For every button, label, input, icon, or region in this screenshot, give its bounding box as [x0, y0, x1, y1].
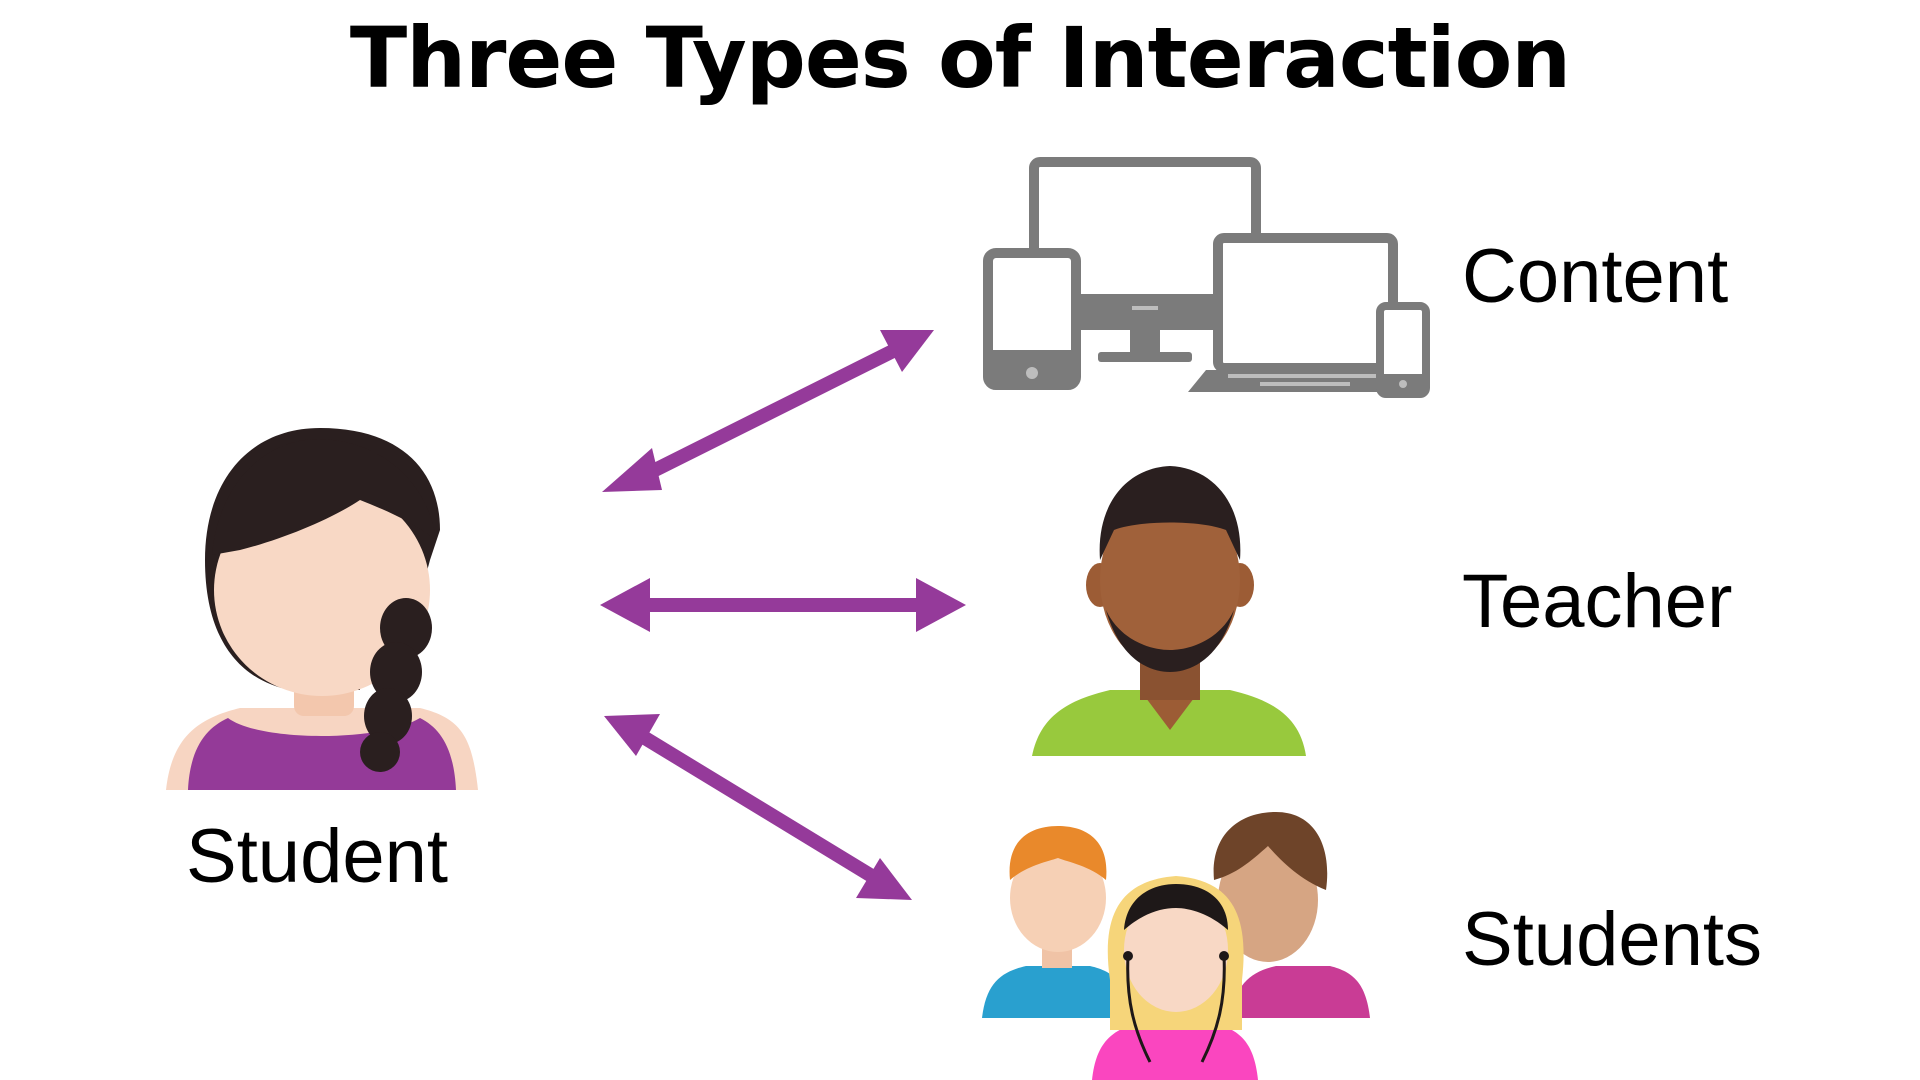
teacher-label: Teacher — [1462, 559, 1733, 644]
student-label: Student — [186, 814, 448, 899]
devices-icon — [983, 157, 1430, 398]
teacher-icon — [1032, 466, 1306, 756]
female-student-icon — [166, 428, 478, 790]
page-title: Three Types of Interaction — [349, 9, 1571, 107]
arrow-to-teacher — [600, 578, 966, 632]
content-label: Content — [1462, 234, 1729, 319]
student-group-icon — [982, 812, 1370, 1080]
arrow-to-content — [602, 330, 934, 492]
arrow-to-students — [604, 714, 912, 900]
students-label: Students — [1462, 897, 1762, 982]
interaction-arrows — [600, 330, 966, 900]
